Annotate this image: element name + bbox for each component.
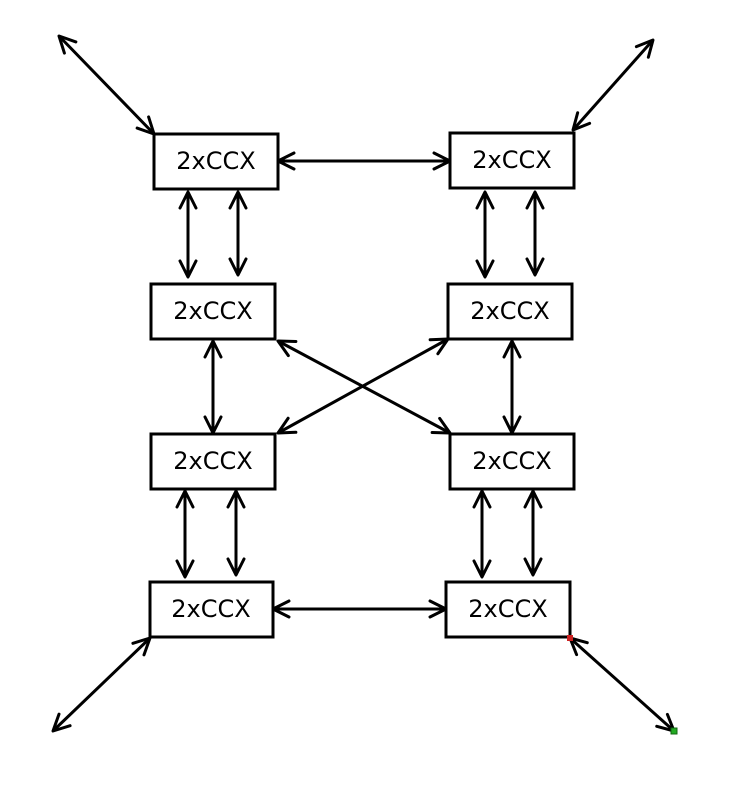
node-box[interactable] [152, 132, 280, 191]
node-row3-left[interactable]: 2xCCX [149, 432, 277, 491]
node-row2-right[interactable]: 2xCCX [446, 282, 574, 341]
node-top-left[interactable]: 2xCCX [152, 132, 280, 191]
selection-start-handle[interactable] [567, 635, 573, 641]
node-label: 2xCCX [171, 595, 250, 623]
node-box[interactable] [148, 580, 275, 639]
selection-end-handle[interactable] [670, 727, 678, 735]
node-box[interactable] [448, 432, 576, 491]
node-row3-right[interactable]: 2xCCX [448, 432, 576, 491]
node-row2-left[interactable]: 2xCCX [149, 282, 277, 341]
node-box[interactable] [448, 131, 576, 190]
node-label: 2xCCX [176, 147, 255, 175]
node-bottom-left[interactable]: 2xCCX [148, 580, 275, 639]
node-label: 2xCCX [472, 146, 551, 174]
link-outer-top-left[interactable] [57, 34, 156, 136]
nodes: 2xCCX 2xCCX 2xCCX 2xCCX 2xCCX 2xCCX 2xCC… [148, 131, 576, 639]
node-label: 2xCCX [173, 297, 252, 325]
link-outer-top-right[interactable] [571, 38, 655, 132]
link-cross-up-right[interactable] [276, 337, 450, 435]
link-outer-bottom-left[interactable] [51, 636, 152, 733]
node-label: 2xCCX [173, 447, 252, 475]
node-bottom-right[interactable]: 2xCCX [444, 580, 572, 639]
node-box[interactable] [149, 282, 277, 341]
node-box[interactable] [444, 580, 572, 639]
connections [51, 34, 676, 733]
node-top-right[interactable]: 2xCCX [448, 131, 576, 190]
node-label: 2xCCX [468, 595, 547, 623]
node-label: 2xCCX [472, 447, 551, 475]
node-label: 2xCCX [470, 297, 549, 325]
selection-handles [567, 635, 678, 735]
link-outer-bottom-right[interactable] [568, 636, 676, 733]
node-box[interactable] [149, 432, 277, 491]
node-box[interactable] [446, 282, 574, 341]
